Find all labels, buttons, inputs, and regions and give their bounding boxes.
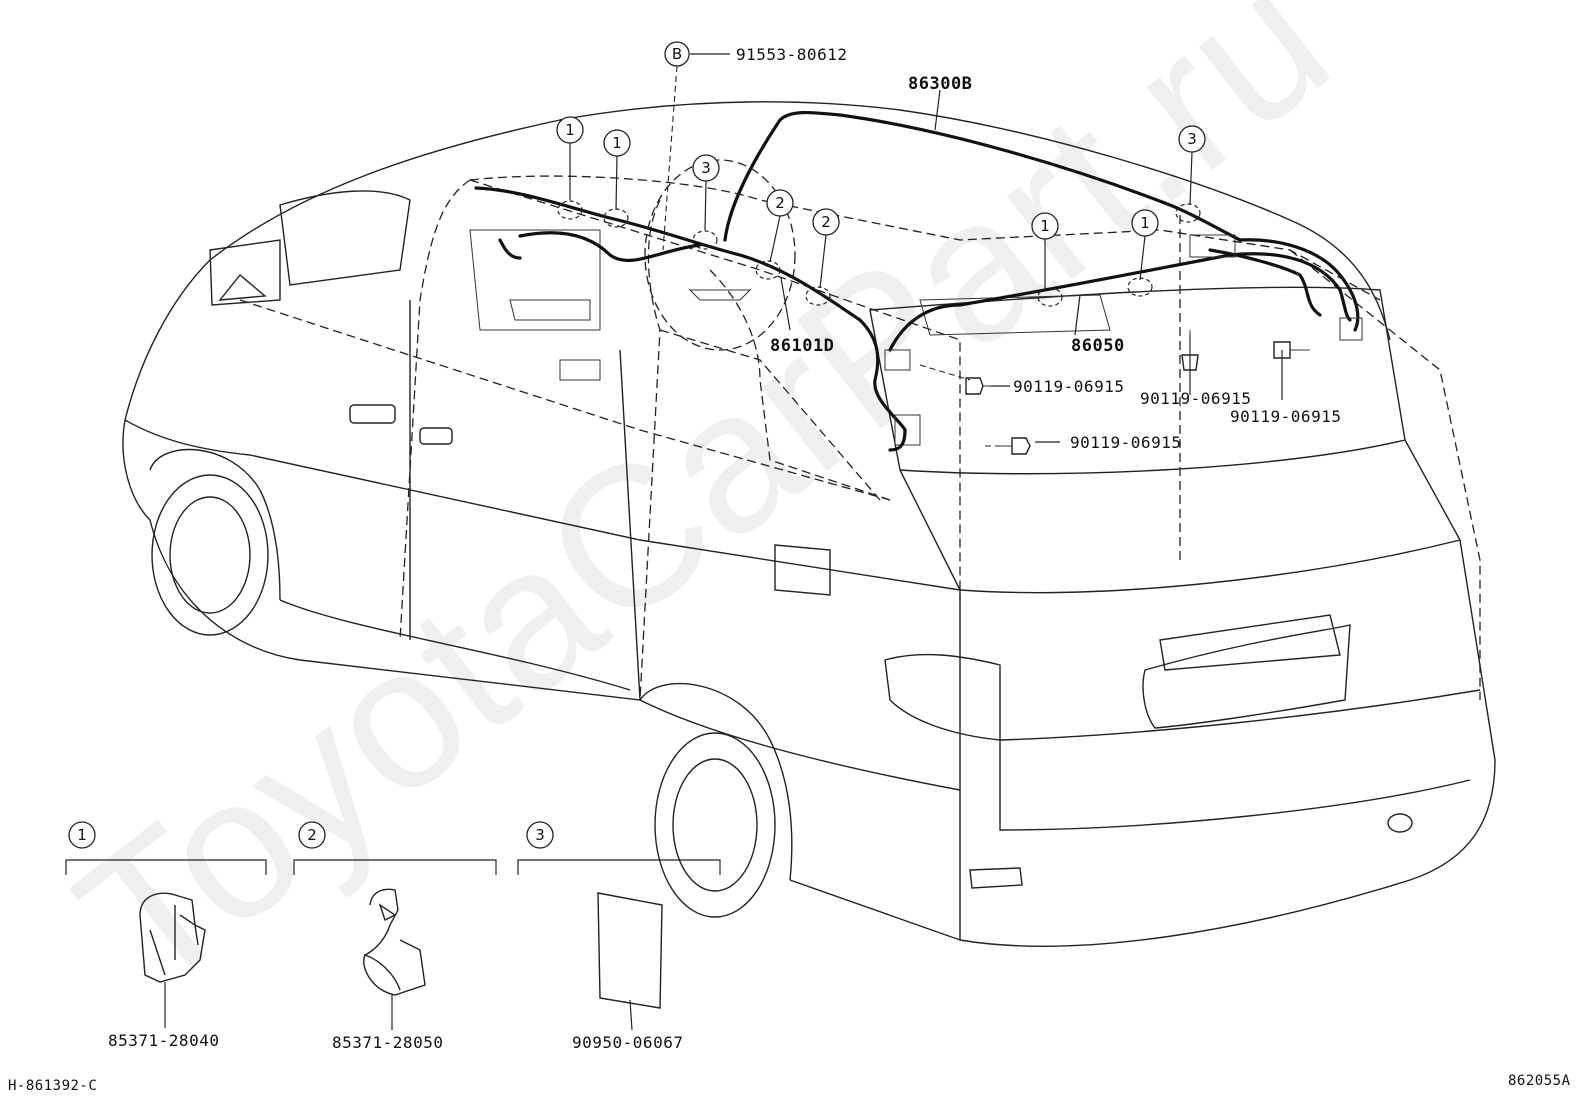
- clip-85371-28040-icon: [139, 892, 206, 983]
- label-86300b: 86300B: [908, 74, 972, 94]
- callout-number: 1: [565, 121, 575, 139]
- callout-number: 2: [775, 194, 785, 212]
- tape-90950-06067-icon: [597, 892, 663, 1009]
- legend-item-3: 3 90950-06067: [517, 821, 721, 1052]
- callout-b: B 91553-80612: [664, 41, 847, 67]
- callout-number: 1: [1140, 214, 1150, 232]
- wire-labels: 86300B 86101D 86050: [770, 74, 1125, 356]
- legend-number: 1: [77, 826, 87, 844]
- bolt-icon: [1000, 437, 1031, 455]
- callout-number: 1: [612, 134, 622, 152]
- wire-86300b: [723, 110, 1242, 242]
- callout-2a: 2: [766, 189, 794, 217]
- legend-item-2: 2 85371-28050: [293, 821, 497, 1052]
- wire-86050: [888, 252, 1352, 352]
- bolt-labels: 90119-06915 90119-06915 90119-06915 9011…: [1013, 377, 1341, 452]
- legend: 1 85371-28040 2 85371-28050: [65, 821, 721, 1052]
- callout-number: 1: [1040, 217, 1050, 235]
- legend-number: 2: [307, 826, 317, 844]
- callout-number: 3: [701, 159, 711, 177]
- footer-right-code: 862055A: [1508, 1073, 1571, 1089]
- part-90950-06067: 90950-06067: [572, 1033, 683, 1052]
- part-91553-80612: 91553-80612: [736, 45, 847, 64]
- callout-3b: 3: [1178, 125, 1206, 153]
- callout-b-letter: B: [672, 45, 682, 63]
- callout-1c: 1: [1031, 212, 1059, 240]
- callout-number: 3: [1187, 130, 1197, 148]
- vehicle-outline: [122, 101, 1496, 947]
- label-bolt-4: 90119-06915: [1070, 433, 1181, 452]
- label-bolt-1: 90119-06915: [1013, 377, 1124, 396]
- bolt-icon: [1273, 341, 1310, 359]
- label-bolt-2: 90119-06915: [1140, 389, 1251, 408]
- callout-3a: 3: [692, 154, 720, 182]
- hidden-lines: [239, 159, 1481, 701]
- callout-1b: 1: [603, 129, 631, 157]
- clip-markers: [557, 200, 1201, 307]
- callout-2b: 2: [812, 208, 840, 236]
- part-85371-28050: 85371-28050: [332, 1033, 443, 1052]
- legend-item-1: 1 85371-28040: [65, 821, 267, 1050]
- bolt-icon: [1181, 330, 1199, 371]
- label-86050: 86050: [1071, 336, 1125, 356]
- callout-1a: 1: [556, 116, 584, 144]
- callout-1d: 1: [1131, 209, 1159, 237]
- callout-number: 2: [821, 213, 831, 231]
- bolt-icons: [965, 330, 1310, 455]
- label-86101d: 86101D: [770, 336, 834, 356]
- bolt-icon: [965, 377, 992, 395]
- clip-85371-28050-icon: [363, 888, 426, 996]
- footer-left-code: H-861392-C: [8, 1078, 97, 1094]
- label-bolt-3: 90119-06915: [1230, 407, 1341, 426]
- part-85371-28040: 85371-28040: [108, 1031, 219, 1050]
- legend-number: 3: [535, 826, 545, 844]
